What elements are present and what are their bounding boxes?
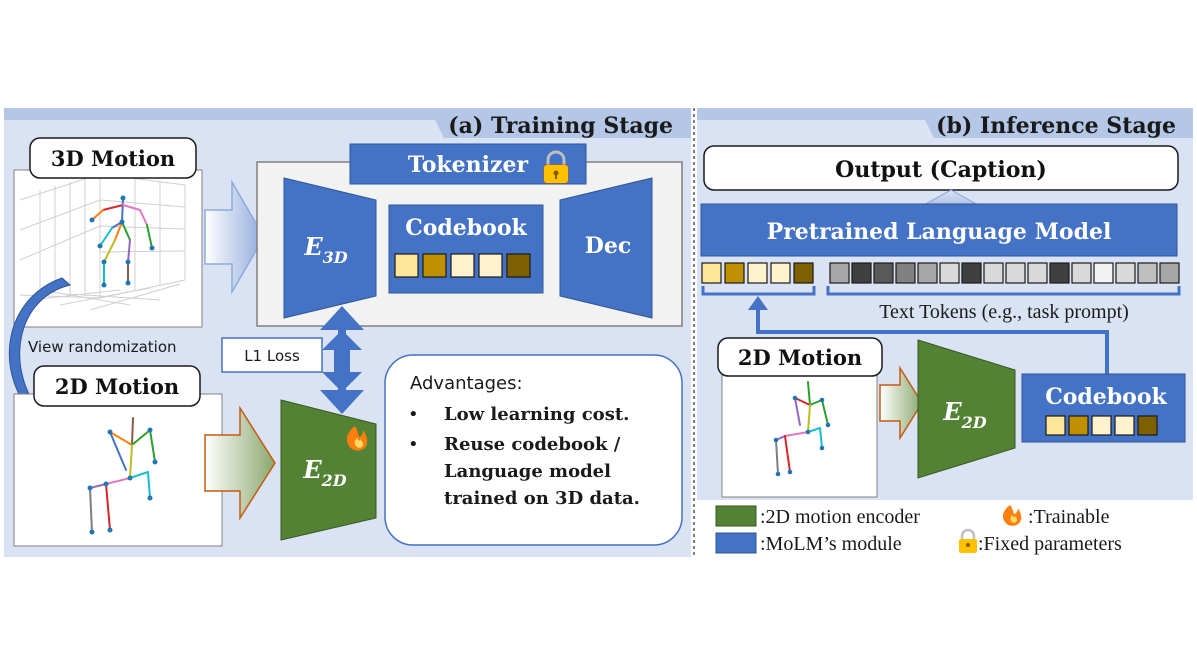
arrow-2d-to-encoder (204, 405, 276, 521)
codebook-training-tokens (394, 253, 531, 278)
codebook-inference-tokens (1045, 415, 1158, 436)
stick-figure-3d (91, 197, 153, 286)
codebook-token (506, 253, 531, 278)
encoder-3d-sub: 3D (323, 248, 348, 267)
encoder-3d-base: E (303, 232, 323, 261)
encoder-2d-training-label: E2D (302, 455, 346, 490)
motion-2d-inference-label: 2D Motion (738, 345, 862, 370)
text-token (1093, 262, 1114, 284)
motion-token (701, 262, 722, 284)
stick-figure-2d (89, 417, 156, 533)
decoder-label: Dec (585, 233, 631, 259)
codebook-token (1137, 415, 1158, 436)
text-token (1159, 262, 1180, 284)
motion-token (747, 262, 768, 284)
legend: :2D motion encoder :Trainable :MoLM’s mo… (697, 500, 1193, 557)
motion-token-bracket (701, 286, 816, 296)
tokenizer-block: Tokenizer E3D Codebook Dec (256, 143, 683, 327)
training-stage-title: (a) Training Stage (448, 113, 673, 139)
arrow-2d-to-encoder-inference (879, 365, 923, 441)
codebook-training-label: Codebook (405, 215, 527, 241)
text-token (895, 262, 916, 284)
codebook-token (1068, 415, 1089, 436)
motion-3d-label: 3D Motion (51, 146, 175, 171)
advantage-item-1: Low learning cost. (444, 404, 629, 425)
output-caption-box (703, 145, 1179, 191)
text-tokens (829, 262, 1180, 284)
tokenizer-label: Tokenizer (408, 152, 529, 178)
advantage-item-3: Language model (444, 461, 611, 482)
motion-token (724, 262, 745, 284)
codebook-token (478, 253, 503, 278)
encoder-2d-training-sub: 2D (321, 471, 347, 490)
flame-icon (347, 426, 368, 451)
codebook-training (388, 204, 544, 294)
encoder-3d (283, 177, 377, 319)
plm-label: Pretrained Language Model (767, 219, 1112, 245)
text-token (1049, 262, 1070, 284)
motion-token (793, 262, 814, 284)
motion-2d-training: 2D Motion (13, 365, 223, 547)
legend-swatch-module (715, 532, 757, 554)
stick-figure-2d-inference (775, 381, 829, 475)
codebook-token (394, 253, 419, 278)
text-token (917, 262, 938, 284)
encoder-2d-inference-sub: 2D (961, 413, 987, 432)
encoder-2d-training-base: E (302, 455, 322, 484)
lock-icon (543, 150, 569, 184)
text-token (851, 262, 872, 284)
l1-loss-arrow (320, 306, 364, 414)
text-token (961, 262, 982, 284)
text-token (829, 262, 850, 284)
encoder-2d-inference-label: E2D (942, 397, 986, 432)
encoder-3d-label: E3D (303, 232, 347, 267)
codebook-inference-label: Codebook (1045, 384, 1167, 410)
text-token (983, 262, 1004, 284)
codebook-token (1045, 415, 1066, 436)
motion-3d-plot: 3D Motion (13, 137, 203, 328)
text-token-bracket (826, 286, 1181, 296)
advantage-item-4: trained on 3D data. (444, 488, 640, 509)
codebook-token (422, 253, 447, 278)
codebook-token (1114, 415, 1135, 436)
advantages-title: Advantages: (410, 373, 523, 394)
advantages-box: Advantages: • Low learning cost. • Reuse… (384, 354, 683, 546)
advantage-item-2: Reuse codebook / (444, 434, 621, 455)
motion-2d-inference: 2D Motion (717, 337, 883, 498)
arrow-3d-to-tokenizer (204, 179, 265, 295)
text-token (873, 262, 894, 284)
view-randomization-label: View randomization (28, 338, 177, 356)
legend-swatch-encoder (715, 505, 757, 527)
advantage-bullet-2: • (408, 434, 419, 455)
inference-stage-title: (b) Inference Stage (936, 113, 1176, 139)
motion-token (770, 262, 791, 284)
legend-flame-icon (1002, 505, 1022, 526)
codebook-token (450, 253, 475, 278)
motion-2d-training-label: 2D Motion (55, 374, 179, 399)
decoder (559, 177, 653, 319)
text-token (939, 262, 960, 284)
text-tokens-label: Text Tokens (e.g., task prompt) (879, 301, 1129, 323)
legend-encoder-text: :2D motion encoder (760, 506, 920, 528)
text-token (1137, 262, 1158, 284)
legend-fixed-text: :Fixed parameters (978, 533, 1122, 555)
pretrained-language-model (700, 203, 1178, 257)
codebook-token (1091, 415, 1112, 436)
output-caption-label: Output (Caption) (835, 157, 1047, 183)
legend-lock-icon (959, 528, 977, 553)
text-token (1005, 262, 1026, 284)
legend-trainable-text: :Trainable (1028, 506, 1110, 528)
text-token (1027, 262, 1048, 284)
text-token (1071, 262, 1092, 284)
encoder-2d-inference-base: E (942, 397, 962, 426)
encoder-2d-inference: E2D (917, 339, 1016, 479)
motion-tokens-inference (701, 262, 814, 284)
text-token (1115, 262, 1136, 284)
l1-loss-label: L1 Loss (244, 347, 300, 365)
advantage-bullet-1: • (408, 404, 419, 425)
legend-module-text: :MoLM’s module (760, 533, 902, 555)
encoder-2d-training: E2D (280, 399, 377, 541)
codebook-to-tokens-connector (748, 296, 1109, 376)
